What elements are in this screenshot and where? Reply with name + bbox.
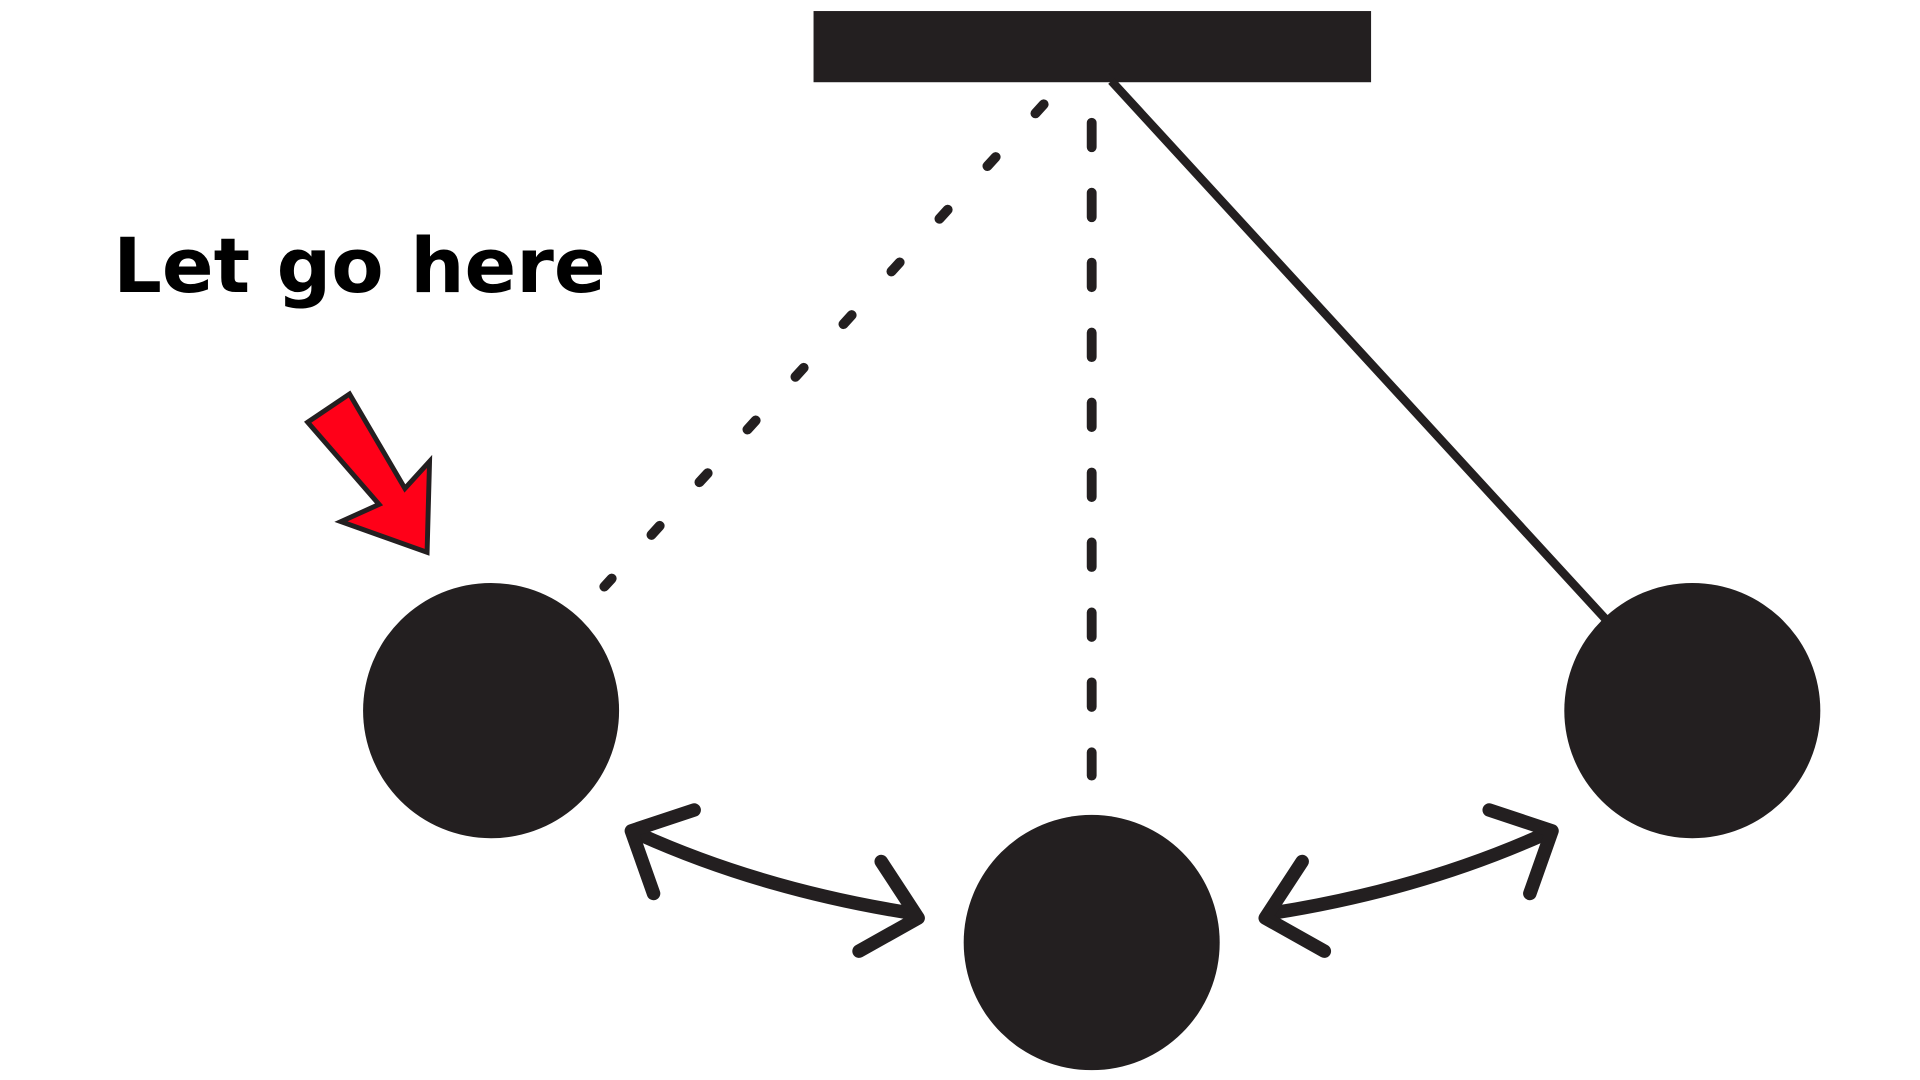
swing-arrow-right-icon [1258, 803, 1559, 958]
pendulum-bob-right [1564, 582, 1821, 839]
let-go-label: Let go here [113, 221, 605, 310]
pivot-support [813, 11, 1372, 83]
red-pointer-arrow-icon [304, 390, 433, 556]
pendulum-path-left-dashed [599, 99, 1049, 592]
pendulum-string-right [1108, 78, 1610, 623]
swing-arrow-left-icon [624, 803, 925, 958]
pendulum-bob-center [963, 814, 1220, 1071]
pendulum-bob-left [363, 582, 620, 839]
